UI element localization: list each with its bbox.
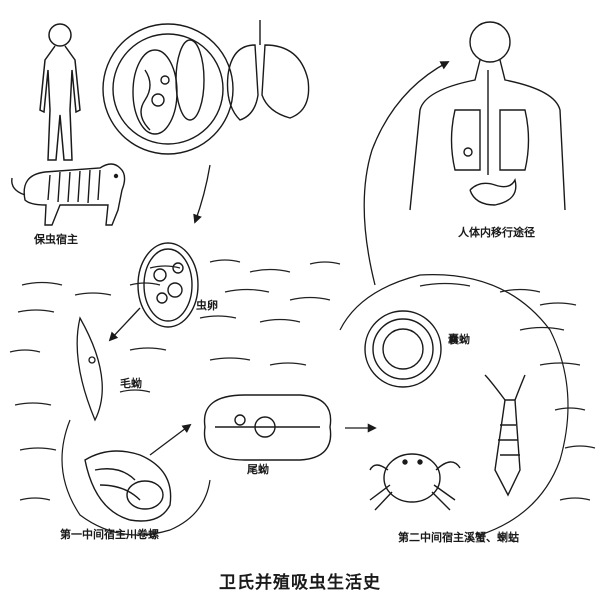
human-route-figure [409, 21, 566, 211]
label-cercaria: 尾蚴 [247, 463, 269, 476]
water-lines [9, 259, 596, 501]
second-host-circle [339, 274, 569, 536]
lifecycle-arrows [108, 61, 450, 456]
tiger-figure [11, 163, 126, 226]
label-miracidium: 毛蚴 [120, 377, 142, 390]
label-reservoir-host: 保虫宿主 [34, 233, 78, 246]
diagram-title: 卫氏并殖吸虫生活史 [219, 573, 381, 593]
label-second-host: 第二中间宿主溪蟹、蝲蛄 [398, 531, 519, 544]
crayfish-figure [484, 374, 526, 497]
label-human-route: 人体内移行途径 [458, 226, 535, 239]
cercaria-figure [203, 394, 332, 461]
snail-figure [84, 450, 172, 522]
miracidium-figure [76, 316, 103, 422]
lungs-figure [226, 20, 310, 121]
metacercaria-figure [364, 310, 442, 388]
first-host-circle [61, 419, 211, 536]
adult-worm-cyst [102, 23, 234, 155]
human-figure [39, 23, 81, 161]
crab-figure [369, 453, 461, 511]
label-metacercaria: 囊蚴 [448, 333, 470, 346]
egg-figure [137, 242, 199, 328]
label-first-host: 第一中间宿主川卷螺 [60, 528, 159, 541]
label-egg: 虫卵 [196, 299, 218, 312]
